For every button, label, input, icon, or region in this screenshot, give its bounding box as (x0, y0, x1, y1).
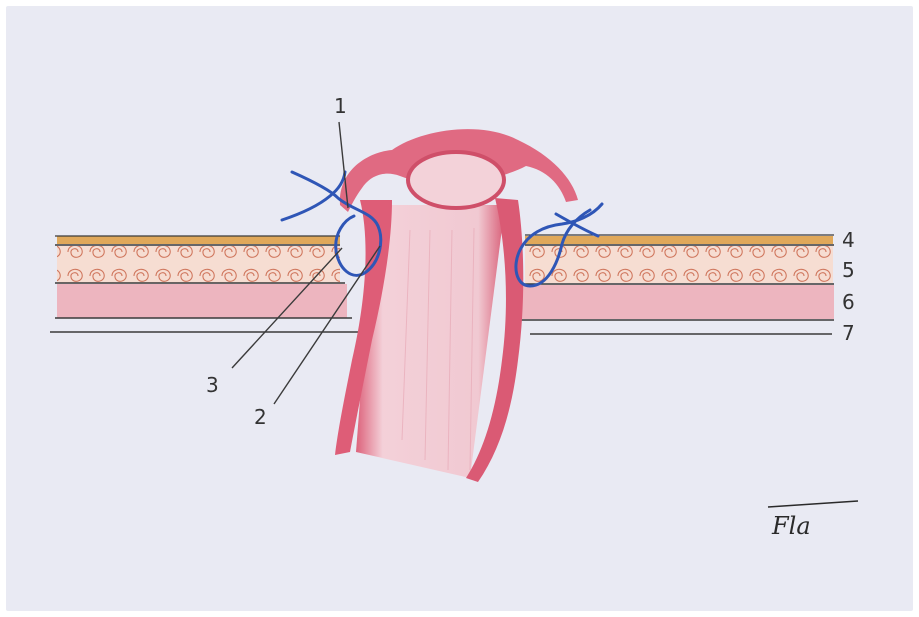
stoma-opening (408, 152, 504, 208)
label-6: 6 (842, 290, 855, 314)
skin-layer-left (57, 236, 340, 244)
label-7: 7 (842, 321, 855, 345)
label-5: 5 (842, 258, 855, 282)
muscle-layer-right (520, 285, 834, 319)
signature: Fla (771, 512, 811, 540)
label-2: 2 (254, 405, 267, 429)
label-4: 4 (842, 228, 855, 252)
label-1: 1 (334, 94, 347, 118)
skin-layer-right (525, 236, 833, 244)
label-3: 3 (206, 373, 219, 397)
tissue-layers-left (50, 236, 360, 332)
